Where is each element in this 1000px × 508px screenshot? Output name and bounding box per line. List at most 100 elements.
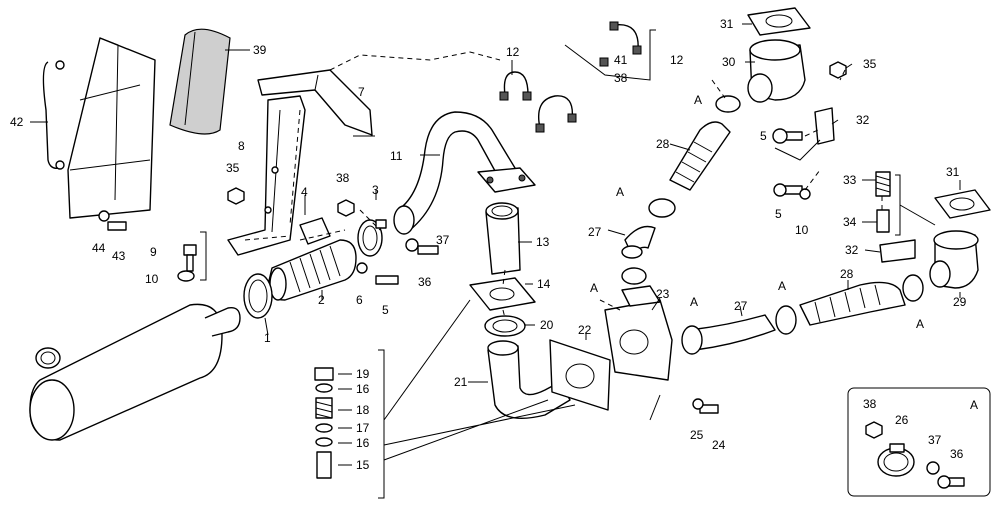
label-39: 39 [253,43,267,57]
clamp-markers: A A A A A A A [590,93,978,412]
label-1: 1 [264,331,271,345]
label-32-lower: 32 [845,243,859,257]
inset-label-a: A [970,398,978,412]
flange-31-top [747,7,811,36]
marker-a-2: A [616,185,624,199]
u-bolt-lower [535,95,577,133]
label-10-left: 10 [145,272,159,286]
label-31-top: 31 [720,17,734,31]
label-3: 3 [372,183,379,197]
bolt-34 [876,209,890,233]
clamp-3 [357,219,387,257]
label-5-left: 5 [382,303,389,317]
assembly-lines [244,51,883,319]
label-32-upper: 32 [856,113,870,127]
label-16-lower: 16 [356,436,370,450]
elbow-30 [747,39,806,103]
gasket-20 [484,315,526,337]
elbow-29 [929,230,979,289]
inset-detail-a [847,387,991,497]
label-29: 29 [953,295,967,309]
hose-28-right [799,281,906,326]
marker-a-3: A [590,281,598,295]
label-25: 25 [690,428,704,442]
small-fasteners [98,61,847,414]
label-31-right: 31 [946,165,960,179]
label-6: 6 [356,293,363,307]
flange-31-right [934,189,991,219]
hose-27-right [689,314,776,351]
bracket-32-upper [814,107,835,145]
label-15: 15 [356,458,370,472]
marker-a-1: A [694,93,702,107]
hose-27-upper [621,225,656,259]
label-41: 41 [614,53,628,67]
pipe-21 [487,340,571,419]
marker-a-6: A [916,317,924,331]
bracket-7 [257,69,373,136]
label-4: 4 [301,185,308,199]
label-30: 30 [722,55,736,69]
label-28-right: 28 [840,267,854,281]
label-5-upper: 5 [760,129,767,143]
corrugated-pipe-2 [267,239,357,301]
label-17: 17 [356,421,370,435]
label-28-upper: 28 [656,137,670,151]
label-44: 44 [92,241,106,255]
hose-28-upper [669,121,731,191]
bolt-5-mid [773,183,803,197]
label-42: 42 [10,115,24,129]
spring-33 [875,171,891,197]
label-26: 26 [895,413,909,427]
label-19: 19 [356,367,370,381]
clamp-a-1 [715,95,741,113]
pipe-11 [393,111,536,235]
label-22: 22 [578,323,592,337]
cover [169,28,231,135]
u-bolt-upper [499,71,532,101]
clamp-a-4 [681,325,703,355]
callout-lines [30,23,961,466]
fastener-stack [314,367,334,479]
label-38-left: 38 [336,171,350,185]
label-7: 7 [358,85,365,99]
label-43: 43 [112,249,126,263]
label-36-inset: 36 [950,447,964,461]
bolt-5-upper [772,128,803,144]
label-24: 24 [712,438,726,452]
label-21: 21 [454,375,468,389]
label-35-right: 35 [863,57,877,71]
washer-10-right [799,188,811,200]
label-11: 11 [390,149,403,163]
label-27-right: 27 [734,299,748,313]
label-33: 33 [843,173,857,187]
bracket-8 [227,95,306,256]
label-36: 36 [418,275,432,289]
housing-23 [604,285,673,381]
clamp-a-2 [648,198,676,218]
label-34: 34 [843,215,857,229]
label-13: 13 [536,235,550,249]
marker-a-5: A [778,279,786,293]
label-37-inset: 37 [928,433,942,447]
tube-13 [485,202,521,275]
label-2: 2 [318,293,325,307]
label-38-right: 38 [614,71,628,85]
label-8: 8 [238,139,245,153]
clamp-a-5 [775,305,797,335]
muffler [29,303,241,441]
part-labels: 1 2 3 4 5 6 7 8 9 10 11 12 13 14 15 16 1… [10,17,967,472]
label-20: 20 [540,318,554,332]
label-16-upper: 16 [356,382,370,396]
group-brackets [200,29,936,499]
flange-14 [469,277,536,311]
clamp-1 [243,273,273,319]
bracket-4 [299,217,331,245]
clamp-a-6 [902,274,924,302]
label-10-right: 10 [795,223,809,237]
marker-a-4: A [690,295,698,309]
label-5-mid: 5 [775,207,782,221]
label-9: 9 [150,245,157,259]
